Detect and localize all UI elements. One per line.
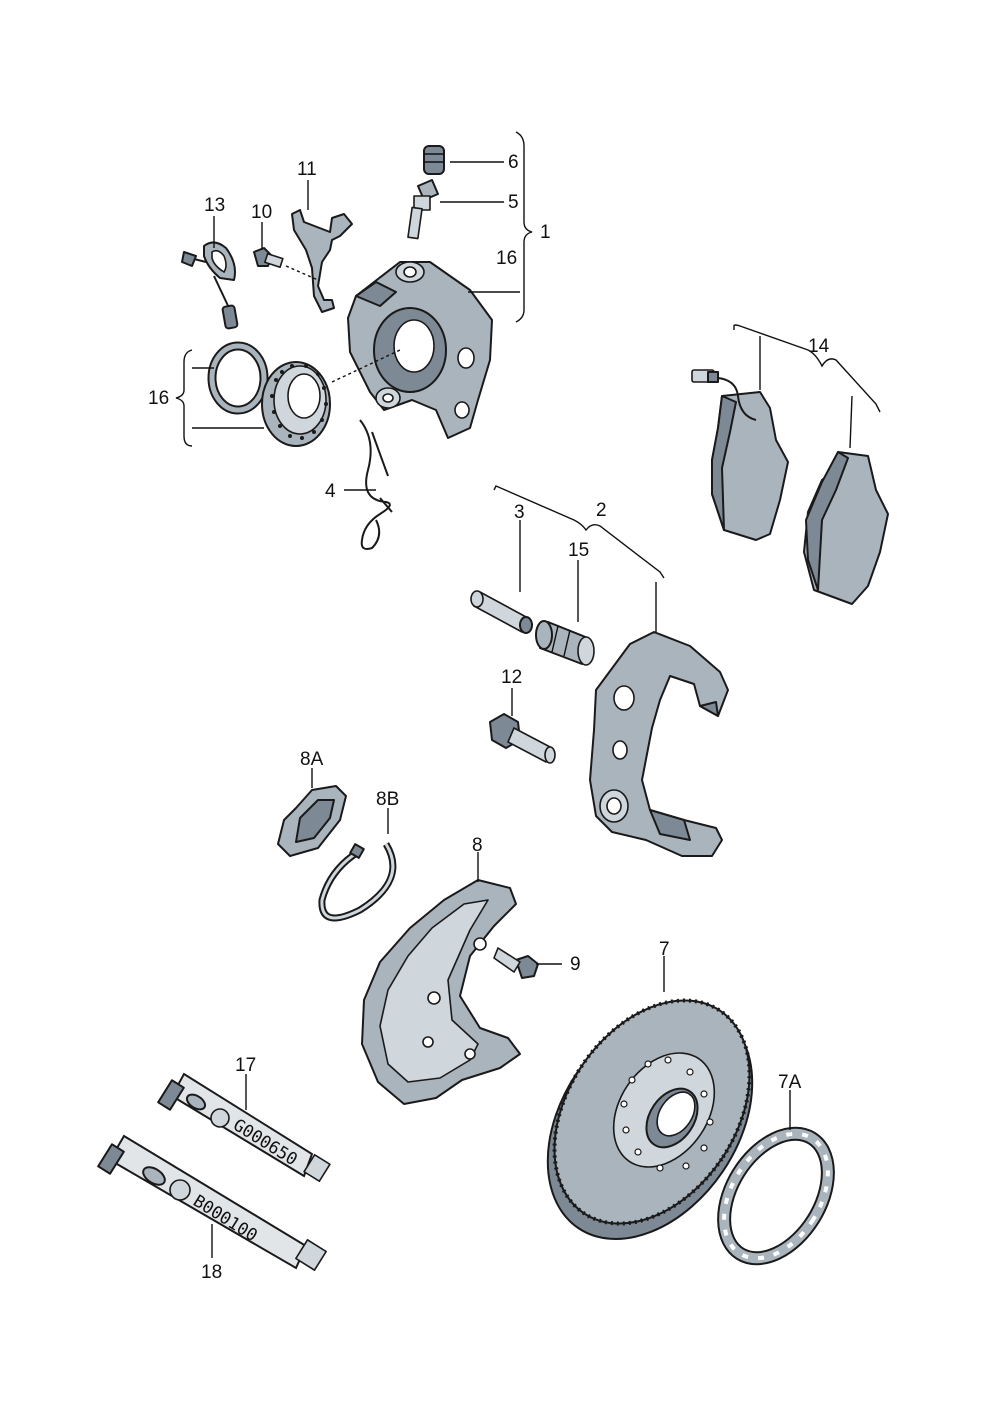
callout-labels: 1 2 3 4 5 6 7 7A 8 8A 8B 9 10 11 12 13 1…: [148, 152, 830, 1283]
caliper-bolt: [489, 713, 556, 764]
callout-8: 8: [472, 835, 483, 856]
seal-ring: [207, 341, 269, 415]
callout-10: 10: [251, 202, 272, 223]
cable-bracket: [291, 209, 353, 313]
callout-4: 4: [325, 481, 336, 502]
callout-8b: 8B: [376, 789, 399, 810]
wear-sensor-wire: [691, 369, 757, 421]
caliper-carrier: [589, 631, 729, 857]
callout-16-upper: 16: [496, 248, 517, 269]
grease-tube-g000650: G000650: [157, 1072, 331, 1183]
encoder-ring: [717, 1126, 835, 1266]
cover-cap: [277, 785, 347, 857]
wear-indicator-wire: [181, 241, 239, 330]
callout-2: 2: [596, 500, 607, 521]
callout-12: 12: [501, 667, 522, 688]
brake-disc: [546, 998, 754, 1240]
guide-bushing: [535, 620, 595, 666]
callout-7a: 7A: [778, 1072, 802, 1093]
spring-clip-band: [318, 842, 397, 922]
callout-9: 9: [570, 954, 581, 975]
brake-pad-inner: [711, 391, 789, 541]
callout-8a: 8A: [300, 749, 324, 770]
retaining-spring: [359, 419, 393, 550]
brake-caliper-housing: [347, 261, 493, 439]
callout-18: 18: [201, 1262, 222, 1283]
hex-bolt-small: [253, 247, 284, 269]
bleed-valve-cap: [423, 145, 445, 175]
callout-17: 17: [235, 1055, 256, 1076]
shield-bolt: [493, 947, 539, 979]
brake-pad-outer: [803, 451, 889, 605]
leader-lines: [175, 131, 881, 1258]
callout-3: 3: [514, 502, 525, 523]
callout-5: 5: [508, 192, 519, 213]
callout-7: 7: [659, 939, 670, 960]
callout-1: 1: [540, 222, 551, 243]
callout-6: 6: [508, 152, 519, 173]
piston-boot: [261, 361, 331, 447]
callout-15: 15: [568, 540, 589, 561]
callout-11: 11: [297, 159, 317, 180]
callout-16-left: 16: [148, 388, 169, 409]
guide-pin: [470, 590, 533, 634]
callout-14: 14: [808, 336, 830, 357]
splash-shield: [361, 879, 521, 1105]
bleed-screw: [407, 179, 439, 240]
callout-13: 13: [204, 195, 225, 216]
